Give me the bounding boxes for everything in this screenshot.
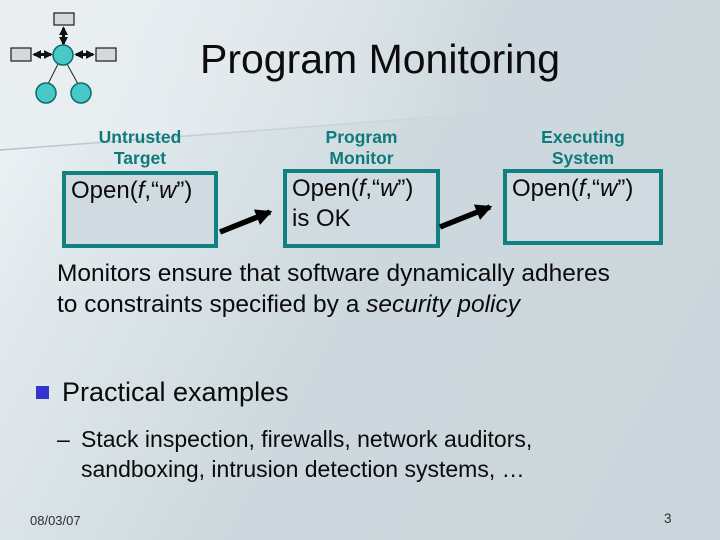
sub-bullet-text: Stack inspection, firewalls, network aud… bbox=[81, 424, 532, 484]
bullet-label: Practical examples bbox=[62, 377, 289, 407]
footer-date: 08/03/07 bbox=[30, 513, 81, 528]
box-text-line2: is OK bbox=[292, 205, 351, 232]
monitor-description: Monitors ensure that software dynamicall… bbox=[57, 258, 707, 320]
square-bullet-icon bbox=[36, 386, 49, 399]
monitor-description-line2: to constraints specified by a security p… bbox=[57, 291, 520, 318]
monitor-description-line1: Monitors ensure that software dynamicall… bbox=[57, 260, 610, 287]
box-executing-system: Open(f,“w”) bbox=[503, 169, 663, 245]
box-text: Open(f,“w”) bbox=[292, 175, 414, 202]
box-untrusted-target: Open(f,“w”) bbox=[62, 171, 218, 248]
column-header-program-monitor: Program Monitor bbox=[325, 127, 398, 168]
box-text: Open(f,“w”) bbox=[71, 177, 193, 204]
bullet-practical-examples: Practical examples bbox=[36, 377, 289, 408]
sub-bullet-line1: Stack inspection, firewalls, network aud… bbox=[81, 426, 533, 452]
column-header-executing-system: Executing System bbox=[541, 127, 625, 168]
column-header-untrusted-target: Untrusted Target bbox=[98, 127, 182, 168]
sub-bullet-examples: – Stack inspection, firewalls, network a… bbox=[57, 424, 532, 484]
dash-bullet-icon: – bbox=[57, 426, 70, 452]
security-policy-emphasis: security policy bbox=[366, 291, 520, 318]
network-topology-logo-icon bbox=[10, 12, 117, 104]
box-text: Open(f,“w”) bbox=[512, 175, 634, 202]
arrow-monitor-to-system bbox=[438, 204, 493, 230]
sub-bullet-line2: sandboxing, intrusion detection systems,… bbox=[81, 456, 525, 482]
arrow-target-to-monitor bbox=[218, 209, 273, 235]
box-program-monitor: Open(f,“w”) is OK bbox=[283, 169, 440, 248]
page-title: Program Monitoring bbox=[199, 36, 561, 82]
page-number: 3 bbox=[664, 511, 672, 526]
